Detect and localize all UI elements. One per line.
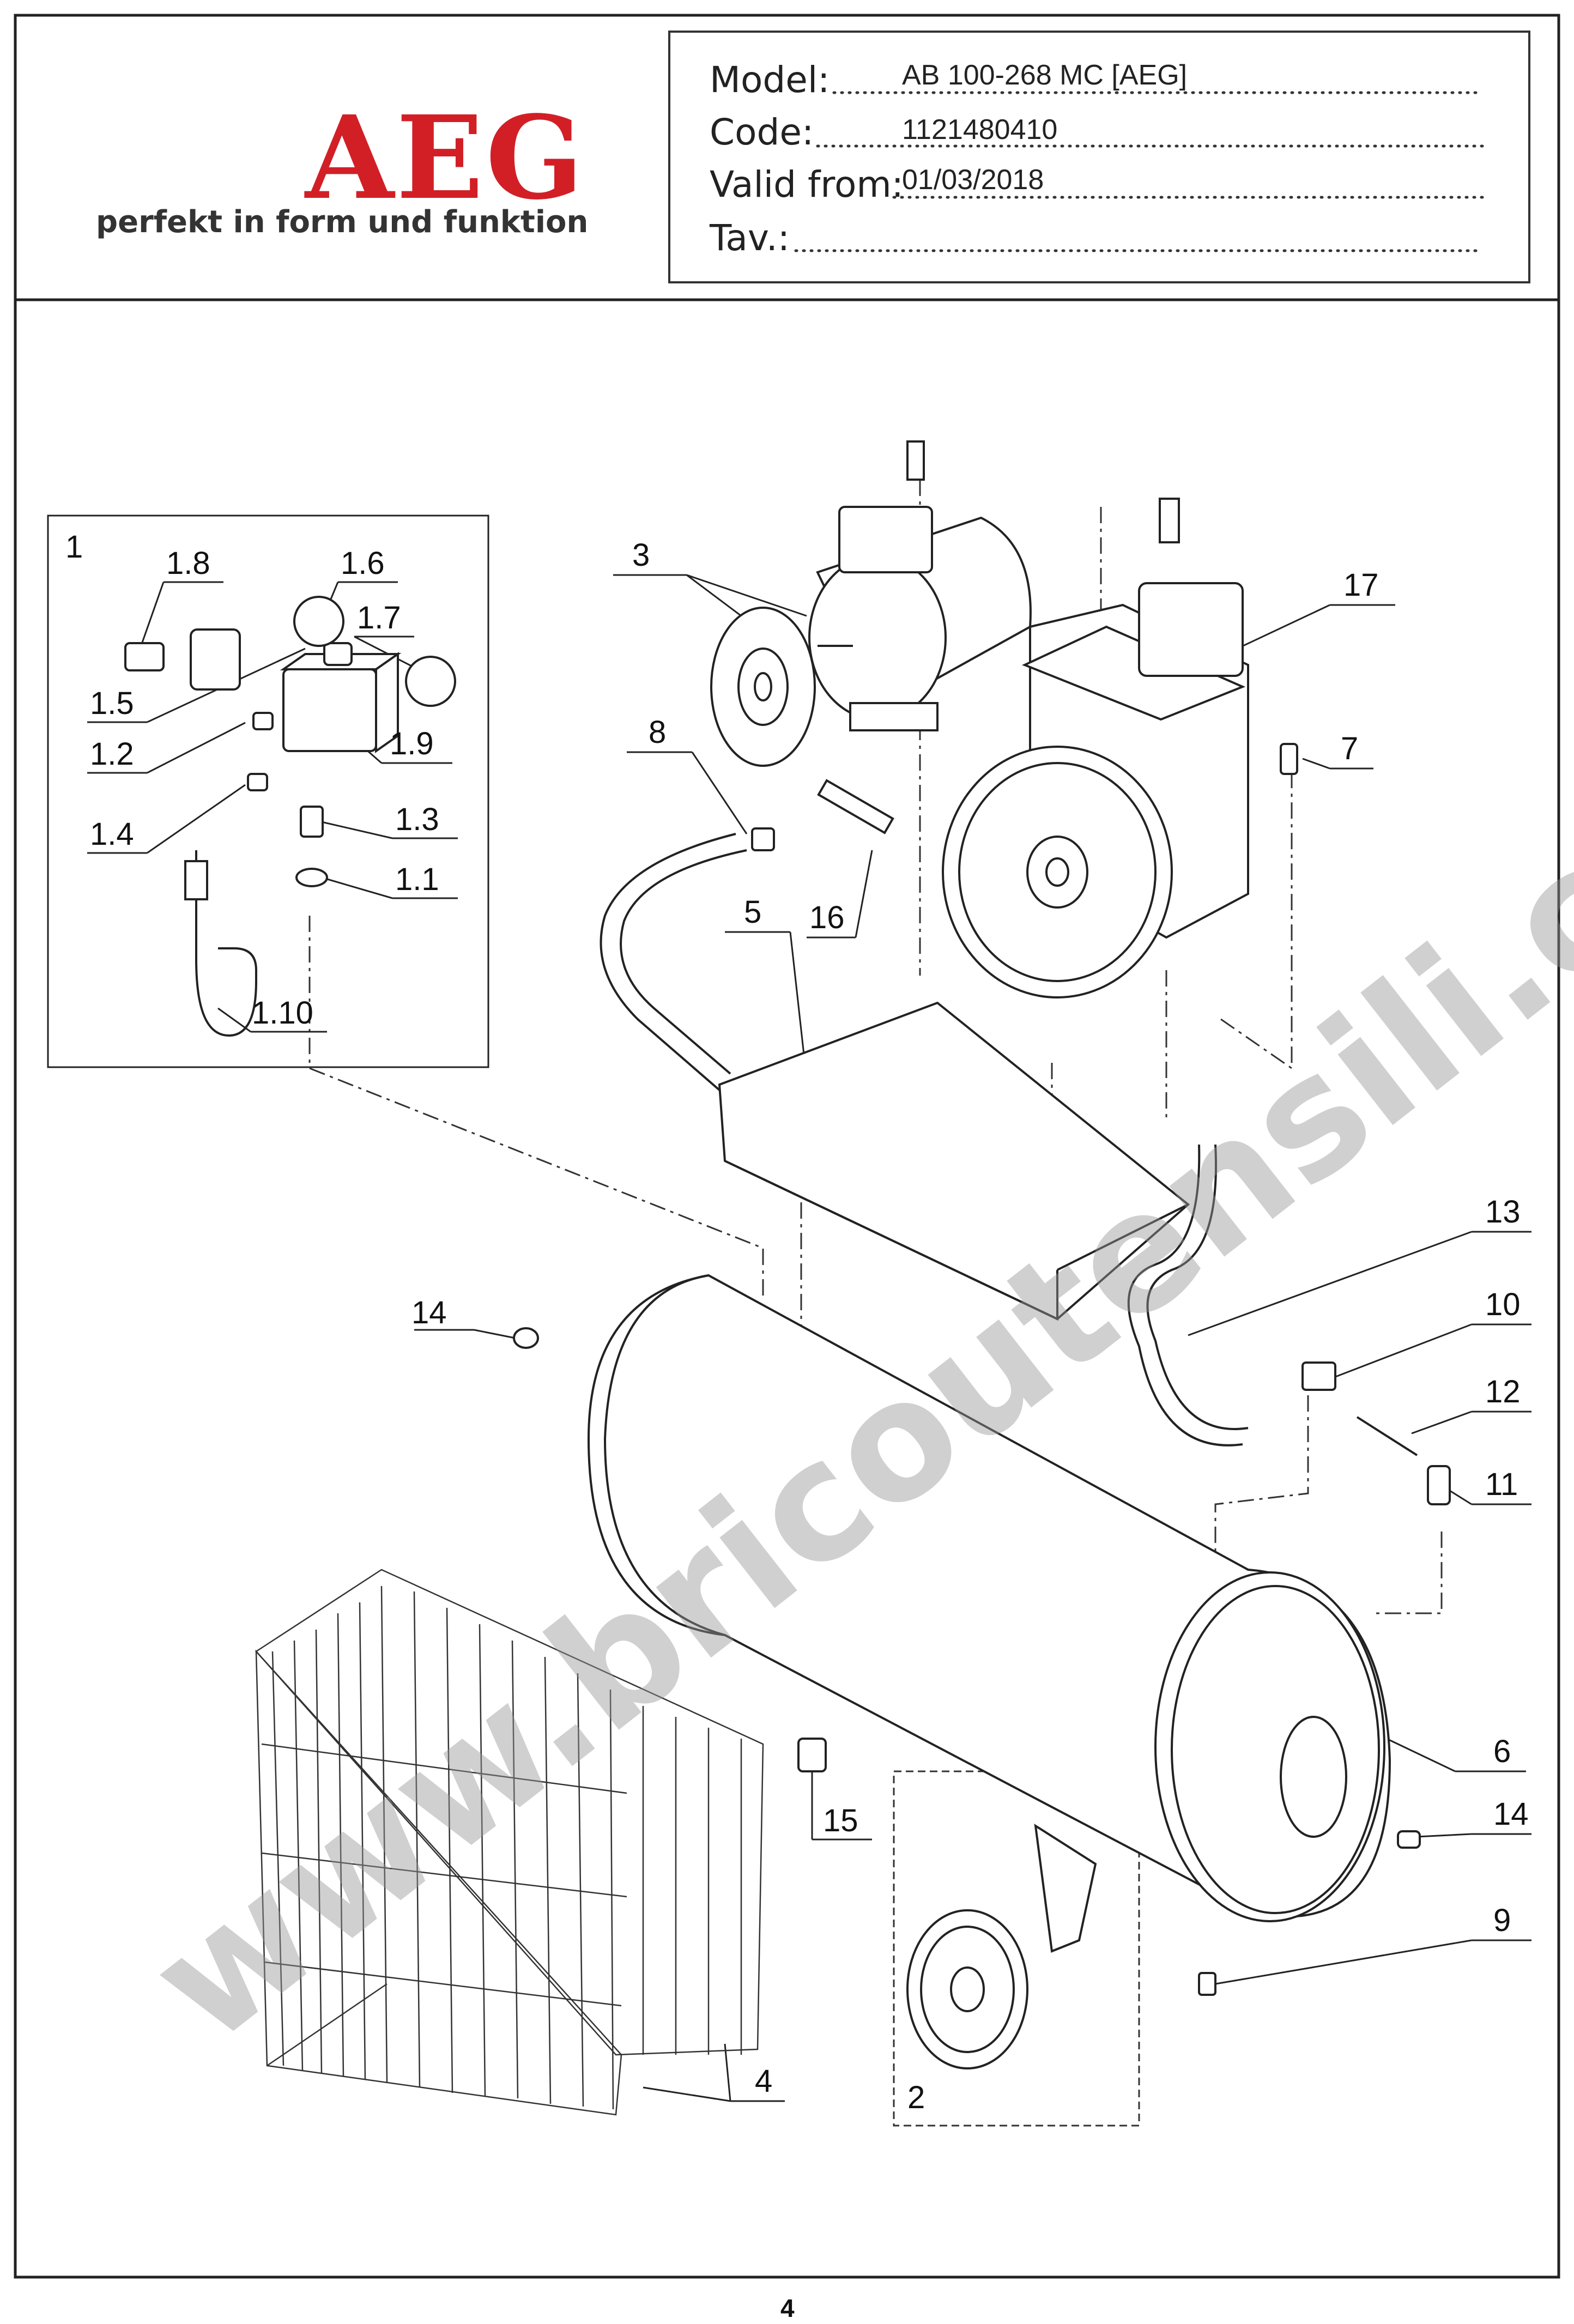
callout-1-9: 1.9: [390, 726, 434, 761]
callout-14-right: 14: [1493, 1796, 1529, 1832]
callout-3: 3: [632, 537, 650, 573]
callout-11: 11: [1485, 1467, 1518, 1502]
tav-label: Tav.:: [710, 217, 790, 259]
code-label: Code:: [710, 111, 814, 153]
motor-base-plate: [718, 1001, 1190, 1321]
model-label: Model:: [710, 59, 830, 101]
callout-8: 8: [649, 715, 667, 750]
fittings: [513, 779, 1451, 1996]
cage-wires: [261, 1585, 742, 2110]
assembly-1-box: [47, 515, 489, 1068]
page-number: 4: [780, 2294, 795, 2322]
page-frame: [14, 14, 1560, 2279]
air-tank: [587, 1274, 1391, 1922]
title-block-box: [668, 31, 1530, 283]
callout-16: 16: [809, 900, 845, 935]
callout-7: 7: [1341, 731, 1359, 766]
callout-6: 6: [1493, 1734, 1511, 1769]
callout-15: 15: [823, 1803, 858, 1838]
title-dot-leaders: [794, 91, 1484, 252]
code-value: 1121480410: [902, 114, 1058, 146]
callout-9: 9: [1493, 1903, 1511, 1938]
belt-guard-cage: [255, 1569, 764, 2116]
callout-14-top: 14: [411, 1295, 447, 1330]
model-value: AB 100-268 MC [AEG]: [902, 59, 1188, 91]
wheel-assembly: [906, 1824, 1097, 2069]
callout-10: 10: [1485, 1287, 1521, 1322]
callout-1-4: 1.4: [90, 816, 134, 852]
callout-1-7: 1.7: [357, 600, 401, 636]
callout-1-5: 1.5: [90, 686, 134, 721]
brand-logo: AEG: [305, 90, 586, 225]
compressor-pump: [942, 498, 1298, 998]
callout-5: 5: [744, 894, 762, 930]
delivery-pipes: [600, 833, 1249, 1447]
leader-lines: [87, 574, 1531, 2102]
callout-1: 1: [65, 529, 83, 565]
pressure-switch-assembly: [124, 596, 456, 1037]
callout-4: 4: [755, 2063, 773, 2099]
callout-1-6: 1.6: [341, 546, 385, 581]
callout-17: 17: [1343, 567, 1379, 603]
callout-2: 2: [907, 2080, 925, 2115]
callout-1-1: 1.1: [395, 862, 439, 897]
callout-1-8: 1.8: [166, 546, 210, 581]
brand-tagline: perfekt in form und funktion: [96, 204, 589, 240]
callout-1-10: 1.10: [252, 995, 313, 1031]
callout-1-3: 1.3: [395, 802, 439, 837]
electric-motor: [710, 440, 1032, 767]
valid-from-value: 01/03/2018: [902, 164, 1044, 196]
callout-12: 12: [1485, 1374, 1521, 1409]
valid-from-label: Valid from:: [710, 164, 904, 205]
callout-13: 13: [1485, 1194, 1521, 1230]
callout-1-2: 1.2: [90, 736, 134, 772]
